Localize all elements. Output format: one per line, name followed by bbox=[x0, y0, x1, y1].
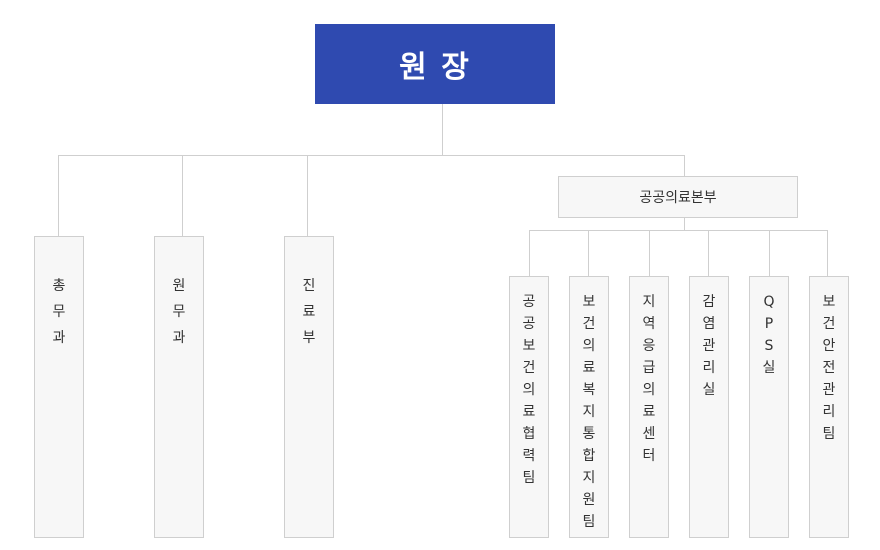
team-node: 감염관리실 bbox=[689, 276, 729, 538]
team-label: 보건의료복지통합지원팀 bbox=[582, 294, 596, 530]
teams-horizontal-line bbox=[529, 230, 828, 231]
team-node: QPS실 bbox=[749, 276, 789, 538]
team-label: 보건안전관리팀 bbox=[822, 294, 836, 442]
drop-line-team-1 bbox=[529, 230, 530, 276]
drop-line-team-5 bbox=[769, 230, 770, 276]
root-stem-line bbox=[442, 104, 443, 155]
team-label: QPS실 bbox=[762, 294, 776, 376]
drop-line-team-4 bbox=[708, 230, 709, 276]
team-node: 보건안전관리팀 bbox=[809, 276, 849, 538]
department-node: 총무과 bbox=[34, 236, 84, 538]
team-label: 공공보건의료협력팀 bbox=[522, 294, 536, 486]
drop-line-team-6 bbox=[827, 230, 828, 276]
drop-line-chongmu bbox=[58, 155, 59, 236]
team-node: 공공보건의료협력팀 bbox=[509, 276, 549, 538]
team-label: 지역응급의료센터 bbox=[642, 294, 656, 464]
director-node: 원 장 bbox=[315, 24, 555, 104]
team-label: 감염관리실 bbox=[702, 294, 716, 398]
department-node: 원무과 bbox=[154, 236, 204, 538]
department-node: 진료부 bbox=[284, 236, 334, 538]
department-label: 총무과 bbox=[52, 278, 66, 346]
team-node: 보건의료복지통합지원팀 bbox=[569, 276, 609, 538]
drop-line-jinryo bbox=[307, 155, 308, 236]
drop-line-team-2 bbox=[588, 230, 589, 276]
headquarters-stem-line bbox=[684, 217, 685, 230]
headquarters-node: 공공의료본부 bbox=[558, 176, 798, 218]
team-node: 지역응급의료센터 bbox=[629, 276, 669, 538]
drop-line-team-3 bbox=[649, 230, 650, 276]
director-label: 원 장 bbox=[399, 50, 471, 85]
main-horizontal-line bbox=[58, 155, 685, 156]
department-label: 원무과 bbox=[172, 278, 186, 346]
drop-line-wonmu bbox=[182, 155, 183, 236]
department-label: 진료부 bbox=[302, 278, 316, 346]
drop-line-headquarters bbox=[684, 155, 685, 176]
headquarters-label: 공공의료본부 bbox=[639, 190, 717, 206]
